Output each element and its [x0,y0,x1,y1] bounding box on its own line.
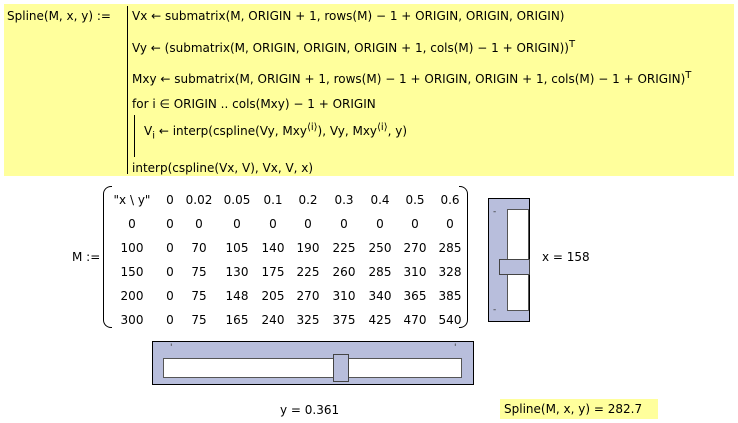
matrix-cell: 175 [261,265,285,279]
matrix-cell: 285 [368,265,392,279]
matrix-cell: 300 [120,313,144,327]
matrix-cell: 0 [376,217,384,231]
matrix-cell: 0 [233,217,241,231]
matrix-cell: 310 [332,289,356,303]
loop-bar [134,115,135,157]
matrix-row: 200 0 75 148 205 270 310 340 365 385 [104,284,468,308]
matrix-cell: 0.2 [298,193,318,207]
matrix-cell: 375 [332,313,356,327]
spline-result-text: Spline(M, x, y) = 282.7 [504,402,643,416]
matrix-cell: 0.02 [185,193,213,207]
matrix-cell: 0 [166,193,174,207]
matrix-cell: "x \ y" [113,193,151,207]
matrix-cell: 100 [120,241,144,255]
matrix-cell: 0 [411,217,419,231]
matrix-cell: 225 [332,241,356,255]
matrix-cell: 0.1 [263,193,283,207]
matrix-cell: 165 [225,313,249,327]
program-line-vx: Vx ← submatrix(M, ORIGIN + 1, rows(M) − … [132,9,565,23]
program-line-return: interp(cspline(Vx, V), Vx, V, x) [132,161,314,175]
y-scrollbar-thumb[interactable] [332,354,349,382]
matrix-cell: 148 [225,289,249,303]
matrix-cell: 225 [296,265,320,279]
matrix-cell: 0 [166,289,174,303]
matrix-cell: 340 [368,289,392,303]
spline-program-region[interactable]: Spline(M, x, y) := Vx ← submatrix(M, ORI… [4,4,734,176]
matrix-cell: 328 [438,265,462,279]
matrix-cell: 385 [438,289,462,303]
matrix-cell: 540 [438,313,462,327]
spline-result-region[interactable]: Spline(M, x, y) = 282.7 [500,399,658,419]
matrix-label: M := [72,250,101,264]
matrix-cell: 0 [304,217,312,231]
y-scrollbar-track[interactable] [163,358,462,378]
matrix-cell: 70 [191,241,207,255]
matrix-cell: 285 [438,241,462,255]
matrix-row: 300 0 75 165 240 325 375 425 470 540 [104,308,468,332]
matrix-cell: 250 [368,241,392,255]
program-line-for-loop: for i ∈ ORIGIN .. cols(Mxy) − 1 + ORIGIN [132,97,376,111]
matrix-cell: 105 [225,241,249,255]
matrix-cell: 205 [261,289,285,303]
matrix-cell: 75 [191,265,207,279]
matrix-cell: 190 [296,241,320,255]
program-line-vy: Vy ← (submatrix(M, ORIGIN, ORIGIN, ORIGI… [132,39,576,55]
matrix-row: 0 0 0 0 0 0 0 0 0 0 [104,212,468,236]
matrix-row: "x \ y" 0 0.02 0.05 0.1 0.2 0.3 0.4 0.5 0.6 [104,188,468,212]
matrix-cell: 260 [332,265,356,279]
matrix-left-bracket [103,186,112,328]
x-scrollbar-top-tick: - [493,207,497,217]
matrix-cell: 75 [191,289,207,303]
matrix-cell: 240 [261,313,285,327]
matrix-cell: 140 [261,241,285,255]
matrix-cell: 0.3 [334,193,354,207]
program-line-mxy: Mxy ← submatrix(M, ORIGIN + 1, rows(M) −… [132,70,692,86]
matrix-cell: 130 [225,265,249,279]
matrix-cell: 0 [166,217,174,231]
matrix-cell: 0 [166,265,174,279]
matrix-cell: 470 [403,313,427,327]
matrix-cell: 270 [403,241,427,255]
matrix-cell: 0 [166,313,174,327]
matrix-cell: 0 [340,217,348,231]
matrix-cell: 200 [120,289,144,303]
matrix-row: 150 0 75 130 175 225 260 285 310 328 [104,260,468,284]
matrix-cell: 0 [195,217,203,231]
y-scrollbar-left-tick: ' [170,343,173,353]
matrix-cell: 150 [120,265,144,279]
matrix-cell: 365 [403,289,427,303]
matrix-cell: 75 [191,313,207,327]
x-scrollbar-thumb[interactable] [499,258,530,275]
matrix-cell: 0.4 [370,193,390,207]
matrix-cell: 0 [128,217,136,231]
matrix-cell: 0.05 [223,193,251,207]
matrix-cell: 310 [403,265,427,279]
matrix-cell: 0.6 [440,193,460,207]
matrix-cell: 0 [446,217,454,231]
matrix-cell: 0 [269,217,277,231]
program-bar [127,6,128,174]
matrix-cell: 0 [166,241,174,255]
matrix-cell: 325 [296,313,320,327]
x-scrollbar[interactable]: - - [488,198,530,322]
x-value-readout: x = 158 [542,250,590,264]
y-value-readout: y = 0.361 [280,403,340,417]
matrix-cell: 270 [296,289,320,303]
y-scrollbar[interactable]: ' ' [152,341,474,385]
matrix-cell: 425 [368,313,392,327]
function-definition-label: Spline(M, x, y) := [7,9,111,23]
program-line-interp-loop: Vi ← interp(cspline(Vy, Mxy⟨i⟩), Vy, Mxy… [144,122,408,142]
matrix-row: 100 0 70 105 140 190 225 250 270 285 [104,236,468,260]
y-scrollbar-right-tick: ' [454,343,457,353]
x-scrollbar-bottom-tick: - [493,305,497,315]
matrix-cell: 0.5 [405,193,425,207]
